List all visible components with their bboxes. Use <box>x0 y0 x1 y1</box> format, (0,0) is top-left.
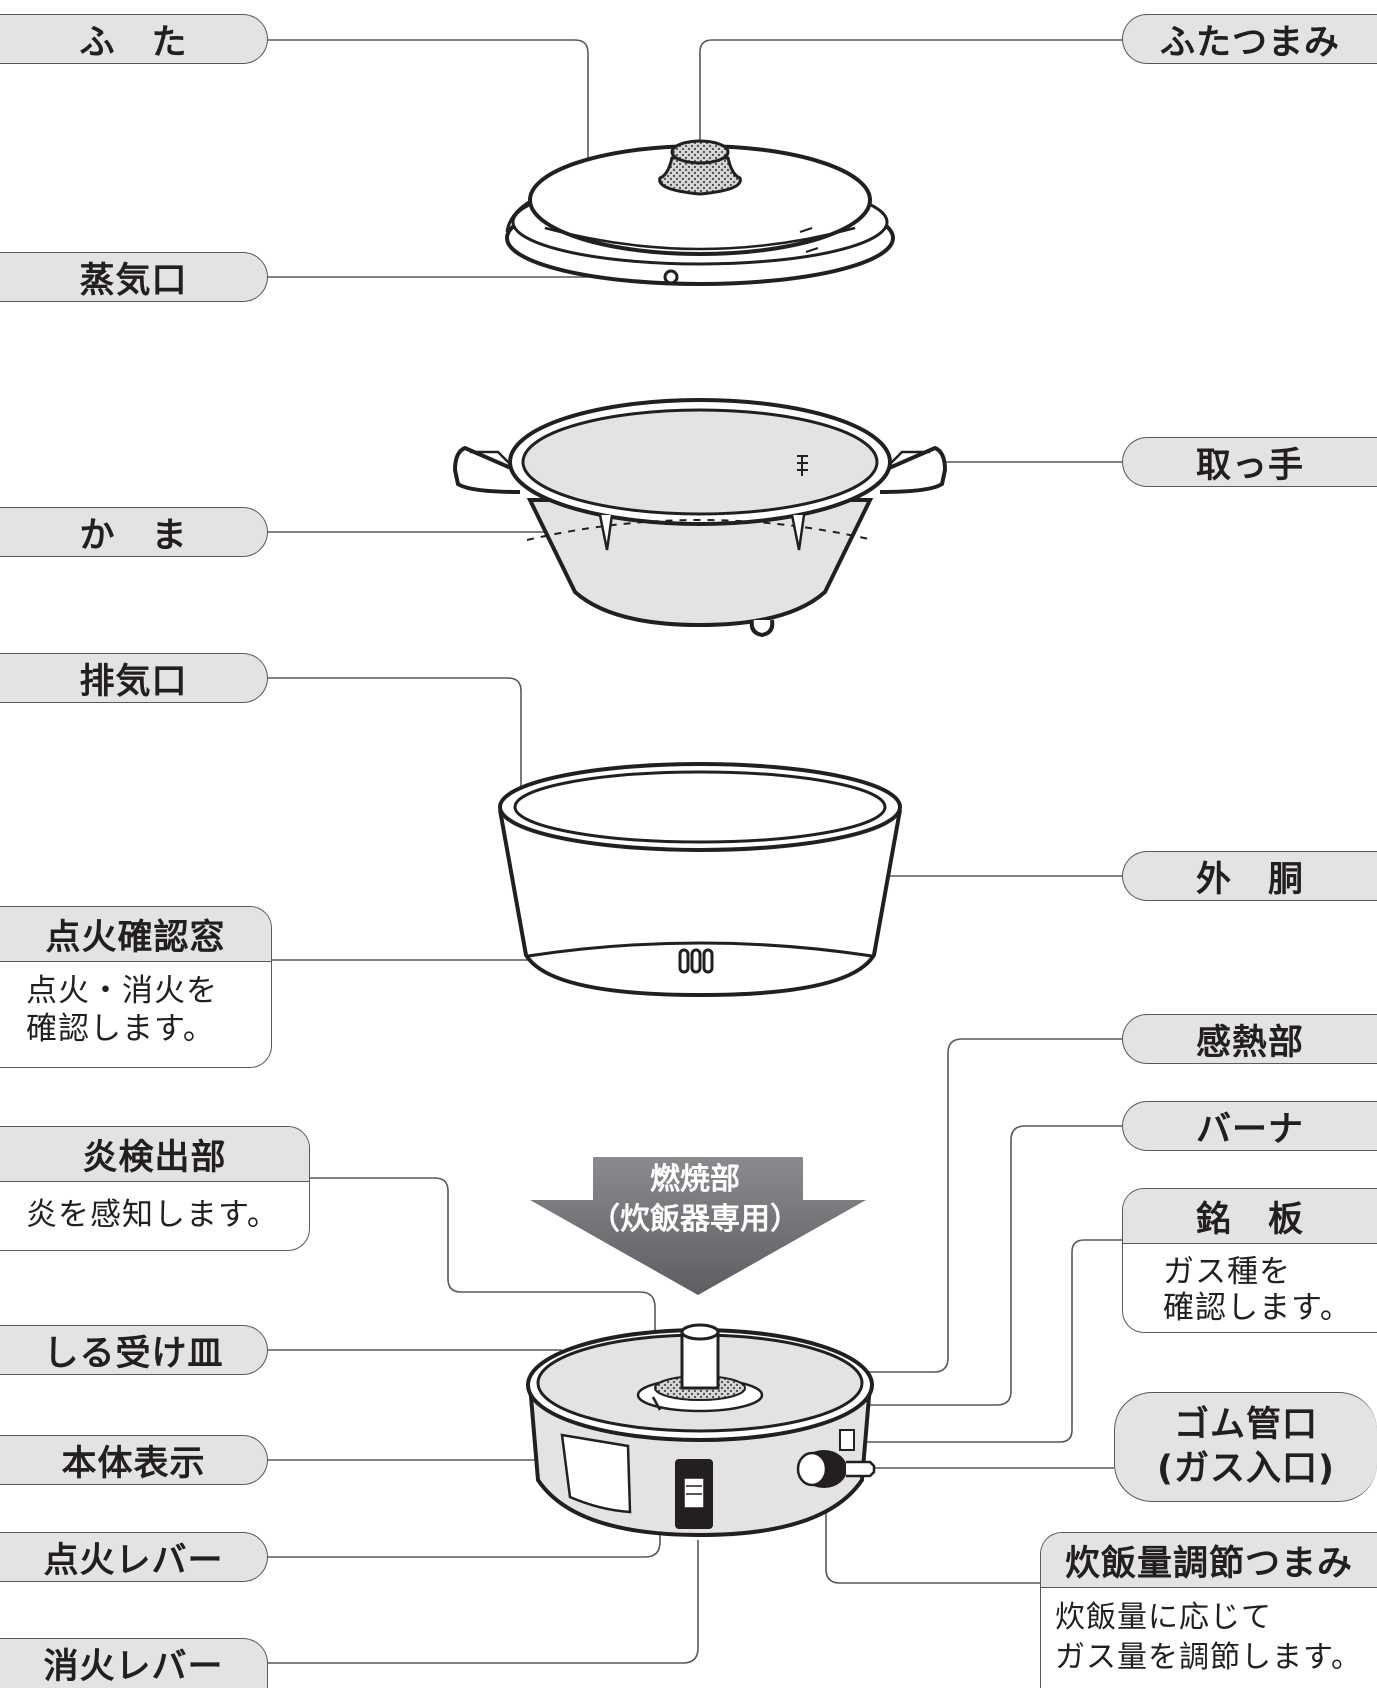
honou-kenshutsubu-desc-line1: 炎を感知します。 <box>26 1197 279 1233</box>
nameplate <box>839 1429 855 1451</box>
label-haikiguchi: 排気口 <box>0 653 268 703</box>
leader-futatsumami <box>699 39 1122 145</box>
burner-arrow-line2: （炊飯器専用） <box>590 1202 800 1237</box>
gomukanguchi-line1: ゴム管口 <box>1173 1405 1318 1445</box>
label-hontai-hyouji: 本体表示 <box>0 1435 268 1485</box>
label-kannetsubu: 感熱部 <box>1122 1014 1377 1064</box>
label-futatsumami: ふたつまみ <box>1122 14 1377 64</box>
lid-illustration <box>505 139 895 286</box>
leader-honou <box>310 1177 656 1373</box>
meiban-desc: ガス種を 確認します。 <box>1123 1244 1377 1326</box>
leader-shouka-lever <box>268 1540 699 1664</box>
leader-lines <box>268 39 1122 1664</box>
leader-burner <box>722 1125 1122 1406</box>
label-suihanryou-tsumami: 炊飯量調節つまみ 炊飯量に応じて ガス量を調節します。 <box>1040 1532 1377 1688</box>
gas-hose-inlet <box>846 1460 876 1478</box>
steam-vent <box>663 269 679 285</box>
label-shiru-ukezara: しる受け皿 <box>0 1325 268 1375</box>
suihanryou-tsumami-desc-line1: 炊飯量に応じて <box>1055 1600 1272 1635</box>
label-tenka-lever: 点火レバー <box>0 1532 268 1582</box>
gomukanguchi-line2: (ガス入口) <box>1157 1449 1335 1489</box>
tenka-kakunin-mado-desc-line1: 点火・消火を <box>26 973 218 1009</box>
label-burner: バーナ <box>1122 1101 1377 1151</box>
label-totte: 取っ手 <box>1122 437 1377 487</box>
leader-suihanryou <box>825 1476 1040 1584</box>
label-futa: ふ た <box>0 14 268 64</box>
outer-body-illustration <box>498 762 902 998</box>
suihanryou-tsumami-title: 炊飯量調節つまみ <box>1041 1533 1377 1588</box>
label-gomukanguchi: ゴム管口 (ガス入口) <box>1114 1392 1377 1502</box>
tenka-kakunin-mado-title: 点火確認窓 <box>0 907 271 962</box>
label-joukiguchi: 蒸気口 <box>0 252 268 302</box>
label-shouka-lever: 消火レバー <box>0 1638 268 1688</box>
burner-section-arrow <box>530 1157 866 1295</box>
honou-kenshutsubu-title: 炎検出部 <box>0 1127 309 1182</box>
label-meiban: 銘 板 ガス種を 確認します。 <box>1122 1188 1377 1333</box>
body-display-plate <box>560 1433 632 1514</box>
burner-base-illustration <box>526 1323 876 1538</box>
burner-arrow-line1: 燃焼部 <box>650 1162 740 1197</box>
pot-illustration <box>452 398 948 638</box>
leader-kannetsubu <box>690 1038 1122 1373</box>
ignition-check-window <box>678 948 714 974</box>
label-honou-kenshutsubu: 炎検出部 炎を感知します。 <box>0 1126 310 1251</box>
leader-meiban <box>846 1239 1122 1443</box>
leader-haikiguchi <box>268 677 522 796</box>
meiban-title: 銘 板 <box>1123 1189 1377 1244</box>
leader-futa <box>268 39 589 192</box>
burner-arrow-label: 燃焼部 （炊飯器専用） <box>560 1160 830 1240</box>
label-kama: か ま <box>0 507 268 557</box>
tenka-kakunin-mado-desc: 点火・消火を 確認します。 <box>0 962 271 1048</box>
label-tenka-kakunin-mado: 点火確認窓 点火・消火を 確認します。 <box>0 906 272 1068</box>
honou-kenshutsubu-desc: 炎を感知します。 <box>0 1182 309 1234</box>
meiban-desc-line2: 確認します。 <box>1163 1290 1352 1326</box>
lid-knob <box>658 156 742 196</box>
meiban-desc-line1: ガス種を <box>1163 1254 1291 1290</box>
lid-knob-top <box>670 139 730 165</box>
label-gaidou: 外 胴 <box>1122 851 1377 901</box>
suihanryou-tsumami-desc: 炊飯量に応じて ガス量を調節します。 <box>1041 1588 1377 1678</box>
suihanryou-tsumami-desc-line2: ガス量を調節します。 <box>1055 1640 1362 1675</box>
leader-tenka-lever <box>268 1480 661 1558</box>
tenka-kakunin-mado-desc-line2: 確認します。 <box>26 1011 215 1047</box>
